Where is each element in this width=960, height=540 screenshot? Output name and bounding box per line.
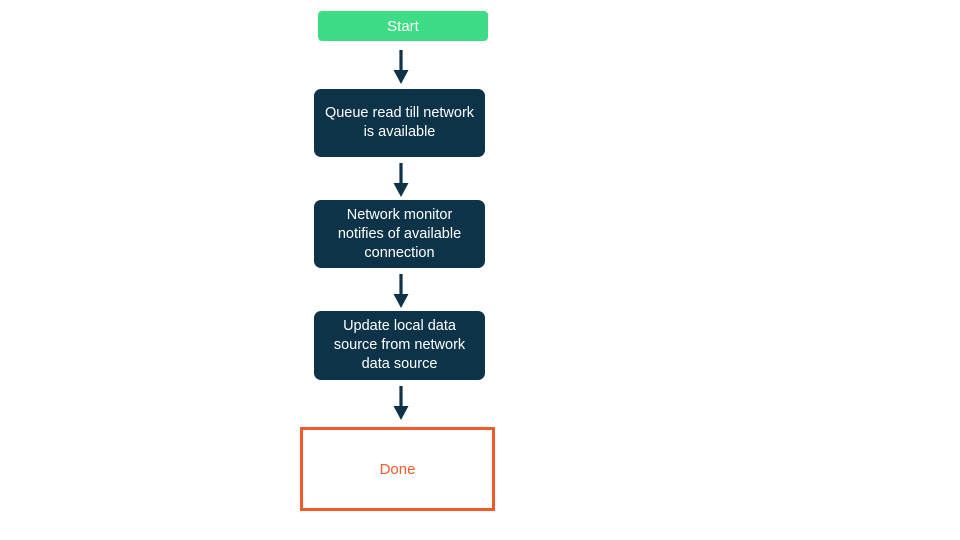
arrow-down-icon	[393, 274, 409, 308]
flow-node-start: Start	[318, 11, 488, 41]
flow-node-network-monitor: Network monitor notifies of available co…	[314, 200, 485, 268]
flow-node-start-label: Start	[387, 17, 419, 35]
flow-node-update-local-data: Update local data source from network da…	[314, 311, 485, 380]
arrow-down-icon	[393, 50, 409, 84]
arrow-down-icon	[393, 386, 409, 420]
flow-node-done-label: Done	[379, 460, 416, 478]
arrow-down-icon	[393, 163, 409, 197]
flow-node-update-local-data-label: Update local data source from network da…	[333, 318, 466, 372]
flow-node-network-monitor-label: Network monitor notifies of available co…	[337, 206, 462, 261]
flow-node-queue-read-label: Queue read till network is available	[324, 105, 475, 140]
flow-node-done: Done	[300, 427, 495, 511]
flow-node-queue-read: Queue read till network is available	[314, 89, 485, 157]
